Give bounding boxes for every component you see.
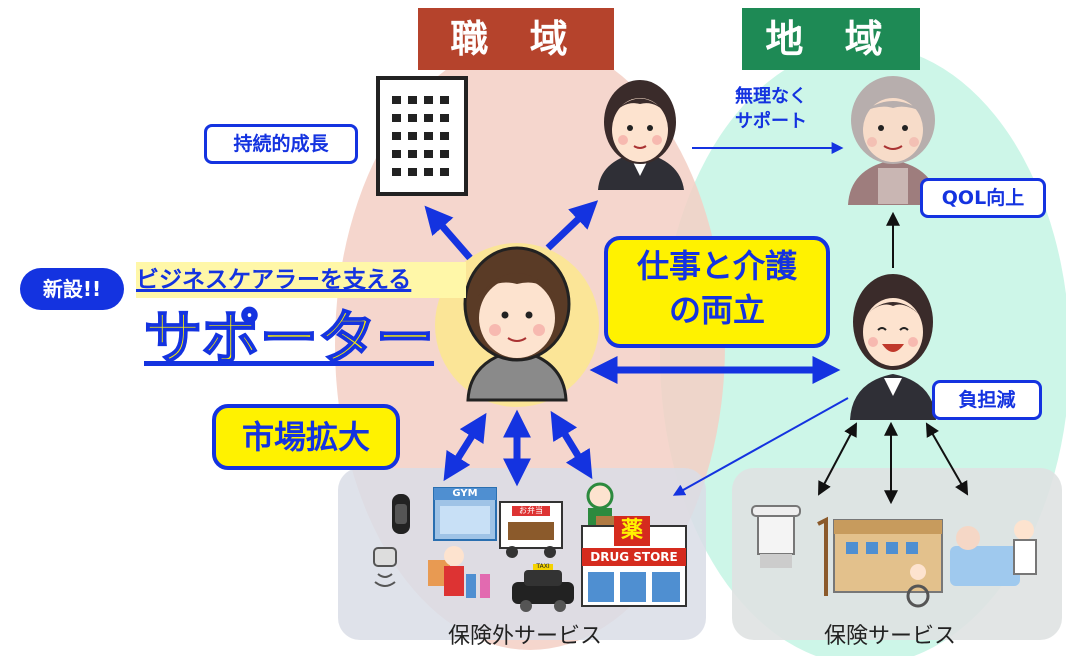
- supporter-main-title: サポーター: [143, 303, 435, 373]
- workplace-header: 職 域: [418, 8, 614, 70]
- taxi-icon: [512, 564, 574, 612]
- arrow-caregiver-toilet: [818, 422, 857, 496]
- portable-toilet-icon: [751, 505, 801, 568]
- walking-cane-icon: [817, 516, 828, 596]
- working-caregiver-figure: [598, 80, 684, 190]
- no-strain-line-2: サポート: [735, 111, 807, 132]
- family-caregiver-figure: [850, 274, 936, 420]
- balance-callout: 仕事と介護 の両立: [604, 236, 830, 348]
- balance-line-2: の両立: [668, 291, 765, 329]
- sensor-icon: [373, 547, 397, 587]
- bento-truck-icon: [499, 501, 563, 558]
- drugstore-icon: [581, 516, 687, 607]
- balance-line-1: 仕事と介護: [636, 247, 797, 285]
- arrow-to-gym: [443, 412, 487, 482]
- smartwatch-icon: [392, 494, 410, 534]
- drugstore-sign: DRUG STORE: [590, 550, 678, 564]
- no-strain-support-label: 無理なく サポート: [716, 84, 826, 134]
- elderly-person-figure: [848, 76, 938, 205]
- arrow-to-worker: [545, 200, 599, 251]
- gym-icon: [433, 487, 497, 541]
- no-strain-line-1: 無理なく: [735, 86, 807, 107]
- growth-callout: 持続的成長: [204, 124, 358, 164]
- drugstore-kanji: 薬: [620, 518, 643, 543]
- qol-callout: QOL向上: [920, 178, 1046, 218]
- arrow-caregiver-doctor: [925, 422, 969, 496]
- supporter-figure: [435, 243, 599, 407]
- office-building-icon: [376, 76, 468, 196]
- non-insurance-label: 保険外サービス: [447, 624, 602, 649]
- burden-callout: 負担減: [932, 380, 1042, 420]
- bento-sign: お弁当: [519, 506, 543, 515]
- cleaning-staff-icon: [428, 546, 490, 598]
- gym-sign: GYM: [452, 488, 478, 499]
- insurance-label: 保険サービス: [823, 624, 956, 649]
- arrow-to-drugstore: [550, 410, 593, 480]
- taxi-sign: TAXI: [536, 563, 550, 570]
- arrow-to-company: [424, 205, 473, 261]
- arrow-caregiver-to-services: [672, 397, 849, 496]
- community-header: 地 域: [742, 8, 920, 70]
- new-badge: 新設!!: [20, 268, 124, 310]
- market-expansion-callout: 市場拡大: [212, 404, 400, 470]
- care-facility-icon: [833, 519, 943, 608]
- doctor-patient-icon: [950, 520, 1037, 586]
- supporter-subtitle: ビジネスケアラーを支える: [136, 262, 466, 298]
